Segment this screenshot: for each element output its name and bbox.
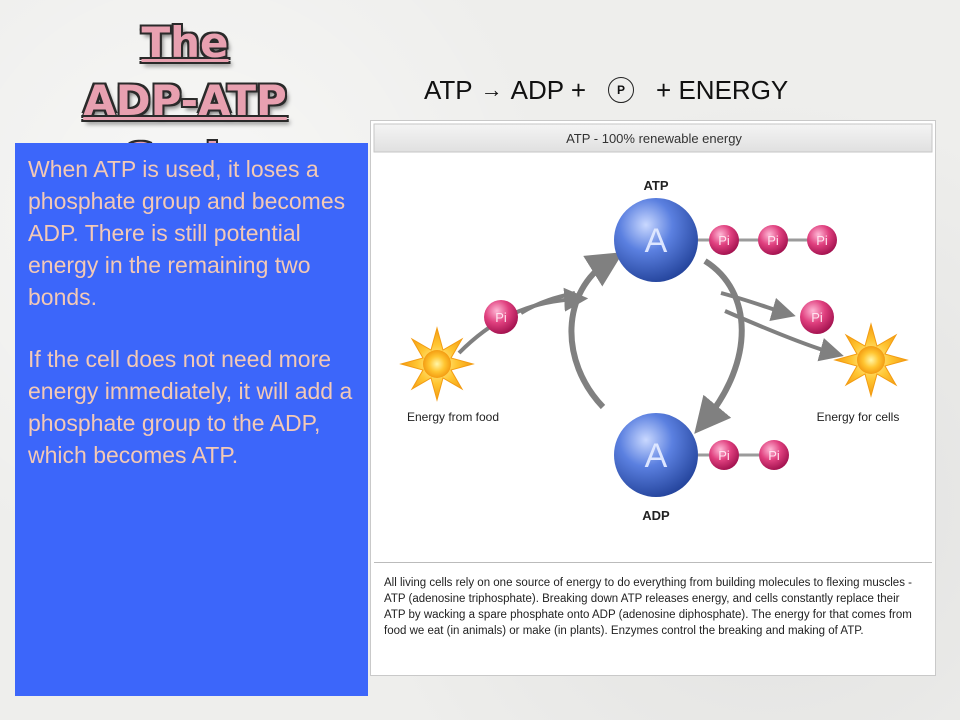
equation-adp: ADP + [510,74,587,105]
adp-phosphate-2-label: Pi [768,448,780,463]
explanation-paragraph-1: When ATP is used, it loses a phosphate g… [28,156,346,310]
free-phosphate-in [484,300,518,334]
adp-phosphate-2 [759,440,789,470]
title-line-1: The [141,18,229,67]
atp-phosphate-1 [709,225,739,255]
atp-phosphate-2-label: Pi [767,233,779,248]
atp-phosphate-1-label: Pi [718,233,730,248]
equation-atp: ATP [424,74,473,105]
atp-cycle-figure: ATP - 100% renewable energy ATP A Pi Pi … [370,120,936,676]
atp-adenosine-sphere [614,198,698,282]
figure-caption: All living cells rely on one source of e… [374,562,932,669]
sun-icon-right [833,322,909,398]
input-arrow-phosphate [519,291,576,315]
free-phosphate-in-label: Pi [495,310,507,325]
free-phosphate-out [800,300,834,334]
adp-label: ADP [642,508,670,523]
figure-header-bar [373,123,933,153]
explanation-panel: When ATP is used, it loses a phosphate g… [15,143,368,696]
explanation-paragraph-2: If the cell does not need more energy im… [28,346,353,468]
sun-icon-left [399,326,475,402]
atp-phosphate-2 [758,225,788,255]
cycle-arrow-up [568,252,624,410]
adp-adenosine-letter: A [645,437,668,475]
energy-from-food-label: Energy from food [407,410,499,424]
figure-header: ATP - 100% renewable energy [566,131,742,146]
atp-phosphate-3 [807,225,837,255]
atp-phosphate-3-label: Pi [816,233,828,248]
input-arrow-energy [457,287,589,355]
adp-adenosine-sphere [614,413,698,497]
phosphate-circle-icon: P [608,77,635,103]
output-arrow-energy [724,309,844,362]
atp-adenosine-letter: A [645,222,668,260]
equation-energy: + ENERGY [656,74,789,105]
atp-label: ATP [643,178,668,193]
free-phosphate-out-label: Pi [811,310,823,325]
adp-phosphate-1 [709,440,739,470]
atp-cycle-diagram: ATP - 100% renewable energy ATP A Pi Pi … [373,123,933,523]
right-arrow-icon: → [480,77,503,102]
output-arrow-phosphate [720,291,796,322]
cycle-arrow-down [694,258,745,434]
energy-for-cells-label: Energy for cells [817,410,900,424]
atp-equation: ATP → ADP + P + ENERGY [424,72,788,108]
adp-phosphate-1-label: Pi [718,448,730,463]
